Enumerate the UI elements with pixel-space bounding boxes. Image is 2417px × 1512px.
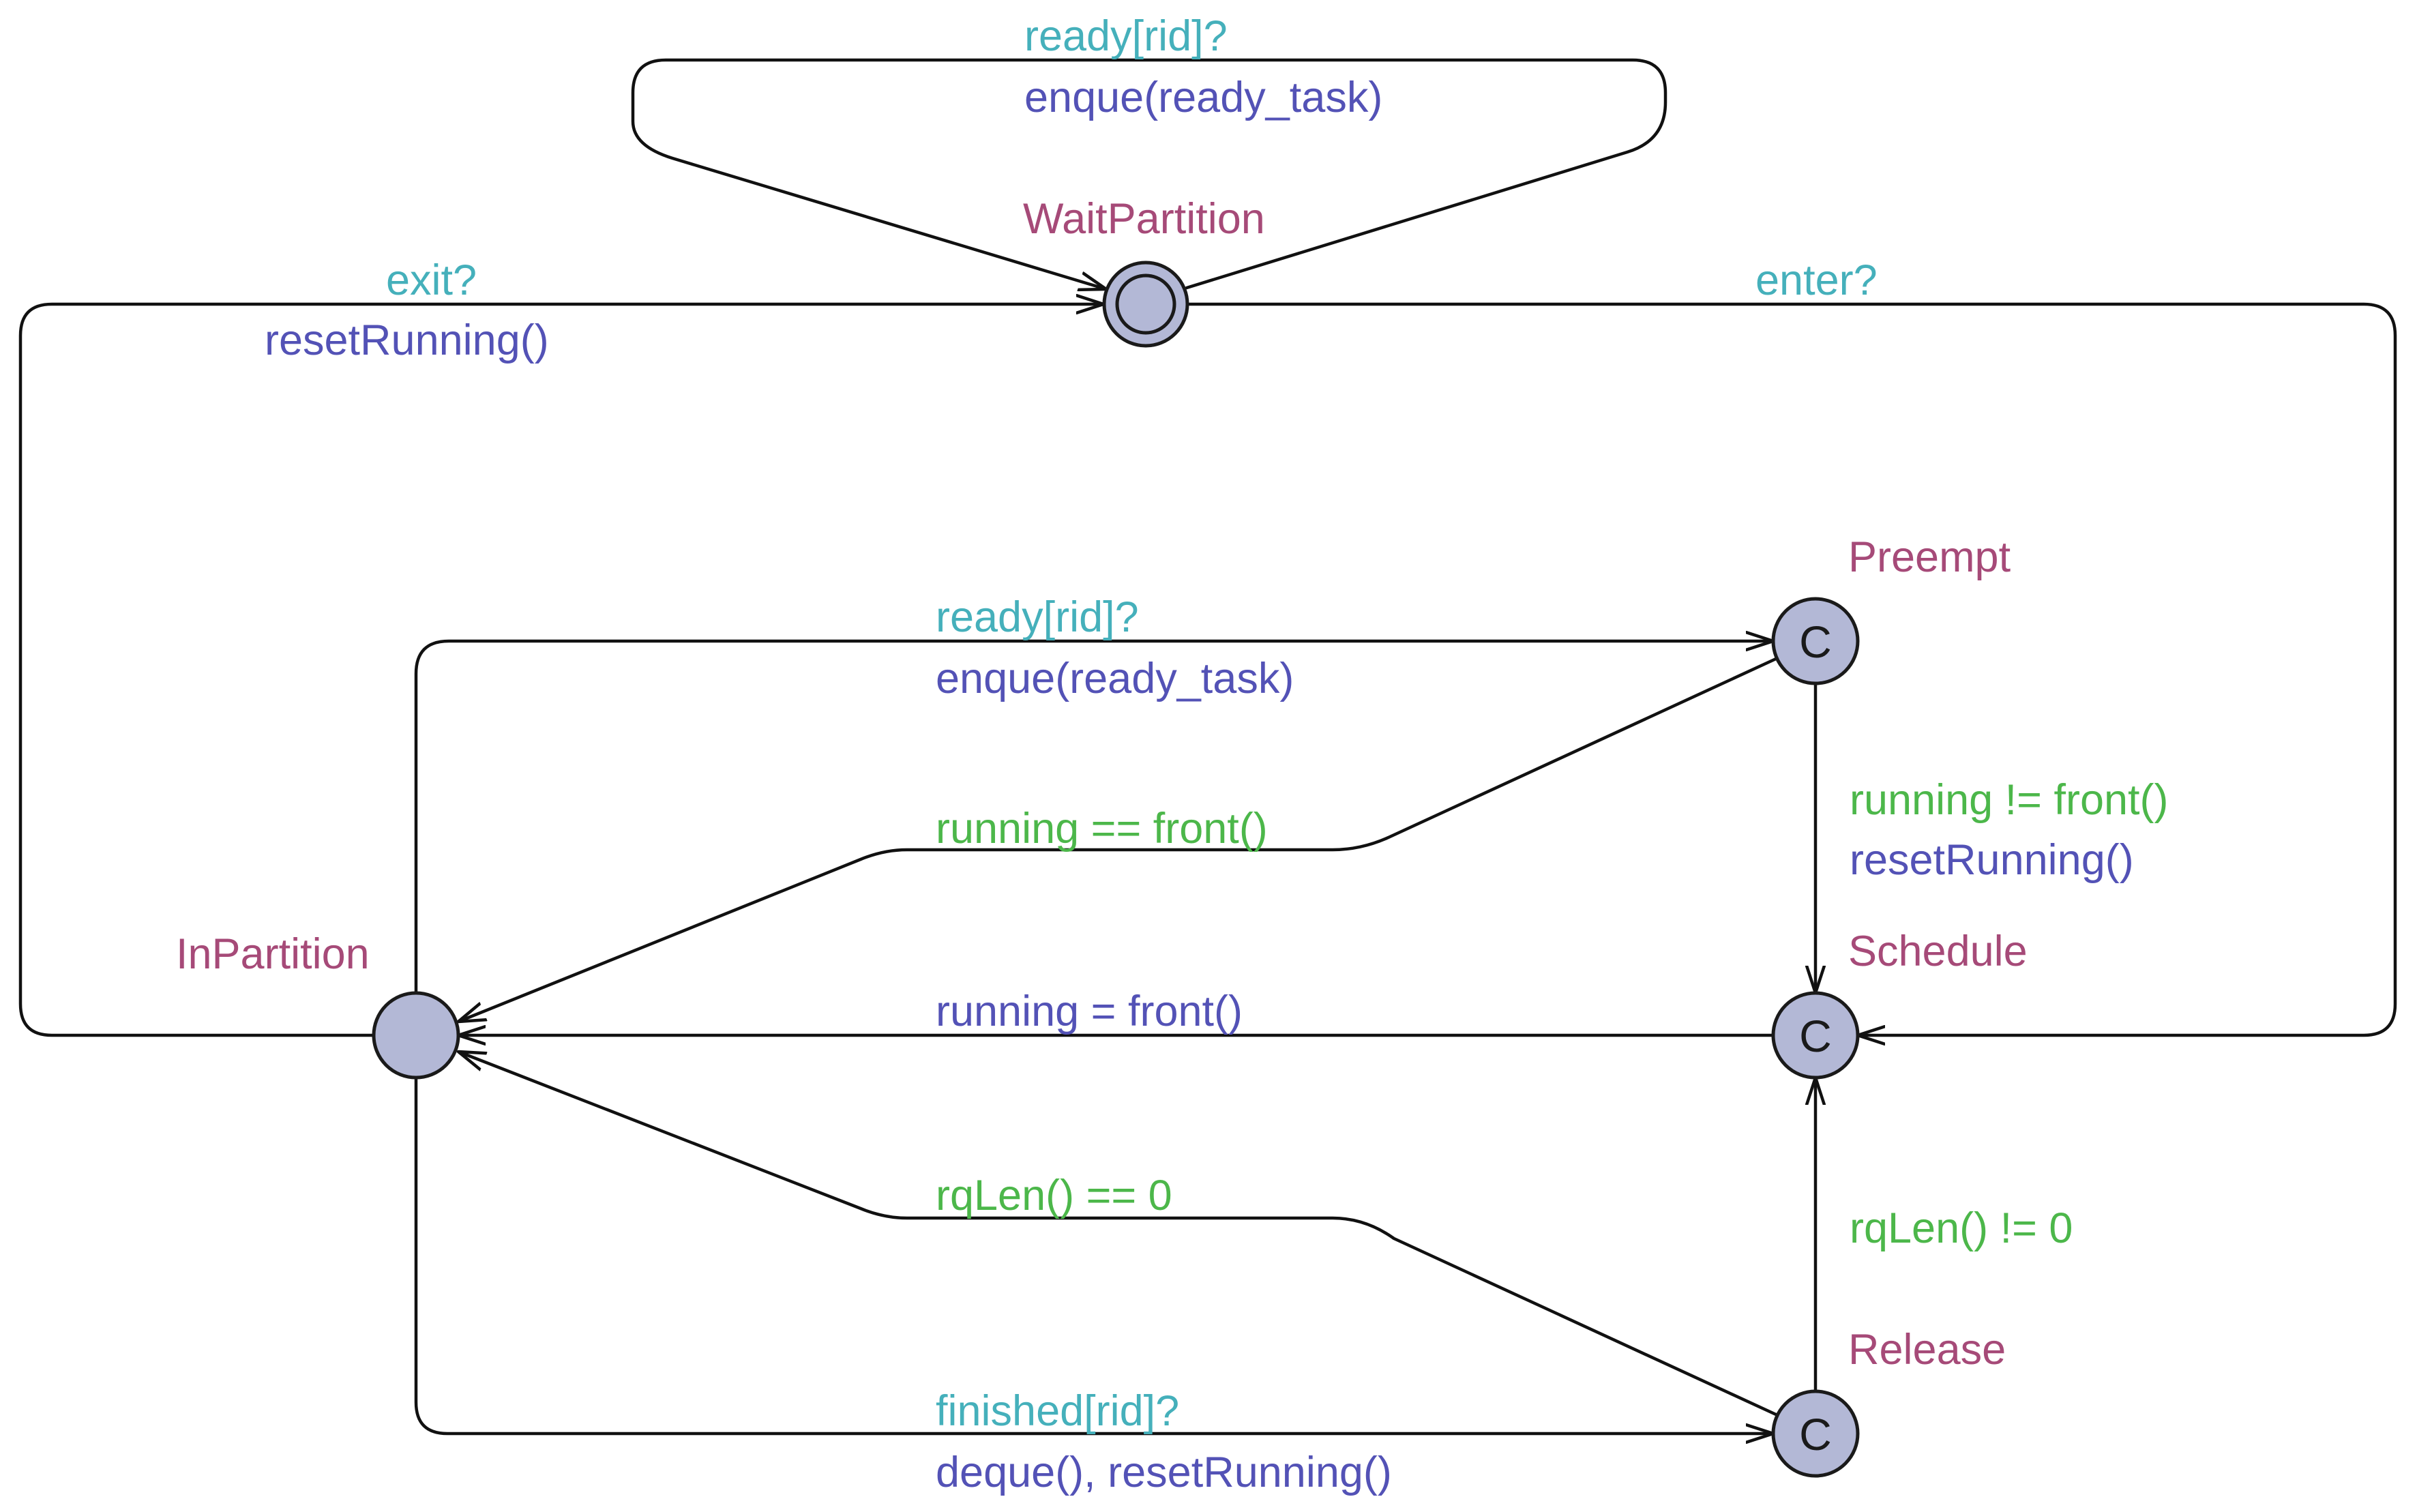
edge-label-guard: running == front() <box>936 805 1268 853</box>
edge-label-sync: exit? <box>386 256 477 304</box>
committed-mark: C <box>1799 1409 1832 1459</box>
state-in-partition <box>372 991 460 1080</box>
committed-mark: C <box>1799 617 1832 667</box>
edge-label-update: resetRunning() <box>265 316 549 364</box>
edge-wait-to-schedule <box>1185 302 2397 1035</box>
edge-label-update: enque(ready_task) <box>1024 74 1382 121</box>
edge-label-sync: ready[rid]? <box>936 593 1139 641</box>
edge-label-update: resetRunning() <box>1850 836 2134 884</box>
location-label-schedule: Schedule <box>1848 928 2028 975</box>
edge-wait-self-loop <box>631 58 1667 289</box>
edge-label-guard: running != front() <box>1850 776 2169 824</box>
edge-in-to-wait <box>18 304 1106 1037</box>
location-label-wait-partition: WaitPartition <box>1023 195 1265 243</box>
edge-label-sync: ready[rid]? <box>1024 12 1228 60</box>
edge-label-update: enque(ready_task) <box>936 655 1294 702</box>
location-label-release: Release <box>1848 1326 2006 1374</box>
committed-mark: C <box>1799 1011 1832 1061</box>
state-schedule: C <box>1771 991 1860 1080</box>
state-preempt: C <box>1771 597 1860 685</box>
location-label-preempt: Preempt <box>1848 533 2011 581</box>
edge-label-guard: rqLen() == 0 <box>936 1172 1172 1219</box>
state-release: C <box>1771 1389 1860 1478</box>
edge-label-sync: enter? <box>1755 256 1878 304</box>
edge-in-to-preempt <box>414 641 1775 1037</box>
edge-preempt-to-in <box>456 657 1778 1024</box>
edge-label-update: deque(), resetRunning() <box>936 1449 1392 1496</box>
edge-in-to-release <box>414 1076 1775 1434</box>
edge-label-guard: rqLen() != 0 <box>1850 1204 2073 1252</box>
edge-release-to-in <box>456 1050 1778 1417</box>
edge-label-sync: finished[rid]? <box>936 1387 1179 1435</box>
edge-label-update: running = front() <box>936 988 1243 1035</box>
state-wait-partition <box>1102 261 1189 348</box>
location-label-in-partition: InPartition <box>176 930 370 978</box>
